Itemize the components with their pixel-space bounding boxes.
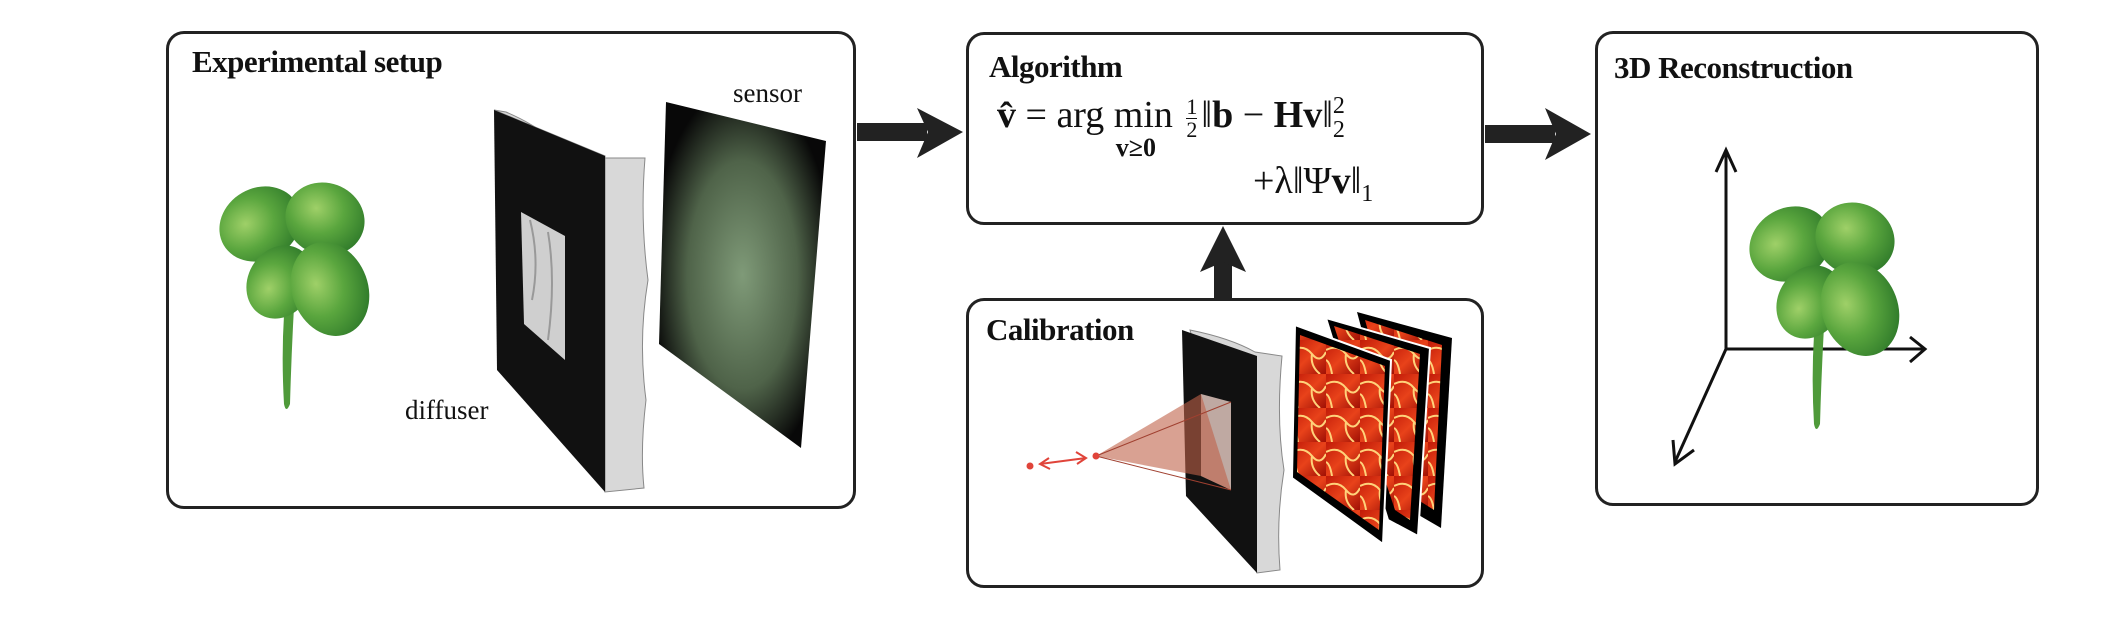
calibration-panel <box>966 298 1484 588</box>
eq-sup: 2 <box>1332 93 1345 120</box>
eq-sub: 2 <box>1332 117 1345 144</box>
eq2-norm-close: ‖ <box>1350 160 1362 202</box>
eq2-sub: 1 <box>1361 181 1374 207</box>
sensor-illustration <box>659 102 826 448</box>
arrow-algorithm-to-reconstruction <box>1485 108 1591 160</box>
eq2-v: v <box>1331 160 1351 202</box>
arrow-setup-to-algorithm <box>857 108 963 158</box>
eq-minus: − <box>1242 94 1265 136</box>
experimental-setup-title: Experimental setup <box>192 44 443 79</box>
eq2-psi: Ψ <box>1303 160 1332 202</box>
calibration-title: Calibration <box>986 312 1134 347</box>
eq-min: min <box>1113 94 1173 136</box>
eq-frac-den: 2 <box>1186 116 1198 142</box>
diffuser-label: diffuser <box>405 395 489 425</box>
sensor-label: sensor <box>733 78 802 108</box>
arrow-calibration-to-algorithm <box>1200 226 1246 300</box>
eq-frac-num: 1 <box>1186 93 1198 119</box>
eq-equals: = <box>1025 94 1047 136</box>
reconstruction-title: 3D Reconstruction <box>1614 50 1853 85</box>
experimental-setup-panel <box>166 31 856 509</box>
eq2-norm-open: ‖ <box>1292 160 1304 202</box>
psf-stack-illustration <box>1290 312 1452 546</box>
diffuser-illustration <box>493 109 649 493</box>
eq-norm-open: ‖ <box>1201 94 1213 136</box>
eq-arg: arg <box>1056 94 1105 136</box>
algorithm-title: Algorithm <box>989 49 1123 84</box>
eq-lhs: v̂ <box>997 94 1016 136</box>
eq-constraint: v≥0 <box>1115 133 1157 162</box>
3d-axes-icon <box>1671 146 1928 467</box>
point-source-illustration <box>1026 394 1232 491</box>
reconstruction-panel <box>1595 31 2039 506</box>
eq-plus-lambda: +λ <box>1253 160 1293 202</box>
eq-norm-close: ‖ <box>1322 94 1333 136</box>
objective-equation-line2: +λ‖Ψv‖1 <box>1253 159 1373 208</box>
eq-Hv: Hv <box>1273 94 1323 136</box>
eq-b: b <box>1212 94 1234 136</box>
